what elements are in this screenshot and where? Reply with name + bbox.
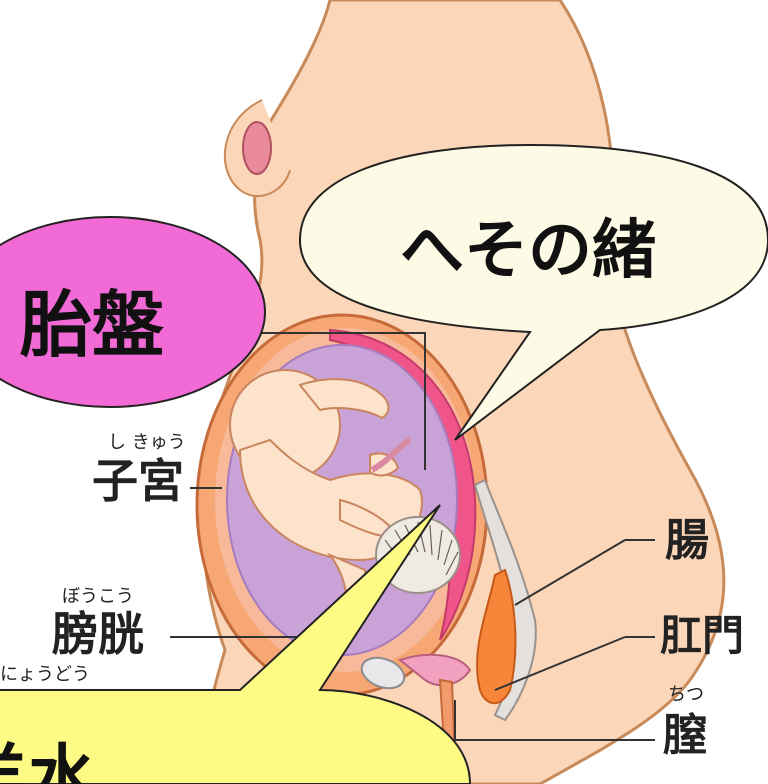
umbilical-cord [370,437,412,473]
umbilical-cord-bubble-text: へその緒 [400,214,656,288]
uterus-ruby: し きゅう [108,432,186,453]
placenta-bubble-shape [0,216,266,408]
intestine-label: 腸 [665,515,709,566]
uterus-label: 子宮 [92,454,184,508]
spine-shape [473,478,537,722]
vagina-label: 膣 [663,710,707,761]
fluid-bubble-shape [0,504,472,784]
bladder-shape [360,656,406,690]
amniotic-fluid-bubble-text: 羊水 [0,738,97,784]
urethra-ruby: にょうどう [0,664,90,685]
pelvic-organs [397,653,472,687]
bladder-ruby: ぼうこう [62,586,134,607]
anus-label: 肛門 [659,611,744,660]
nipple-shape [242,121,272,175]
cord-bubble-shape [298,143,768,441]
rectum-tissue [476,568,517,705]
placenta-bubble-text: 胎盤 [20,283,164,367]
bladder-label: 膀胱 [52,607,144,661]
vagina-ruby: ちつ [668,684,704,705]
fetal-head-hair [375,516,461,594]
leader-lines [170,332,655,741]
